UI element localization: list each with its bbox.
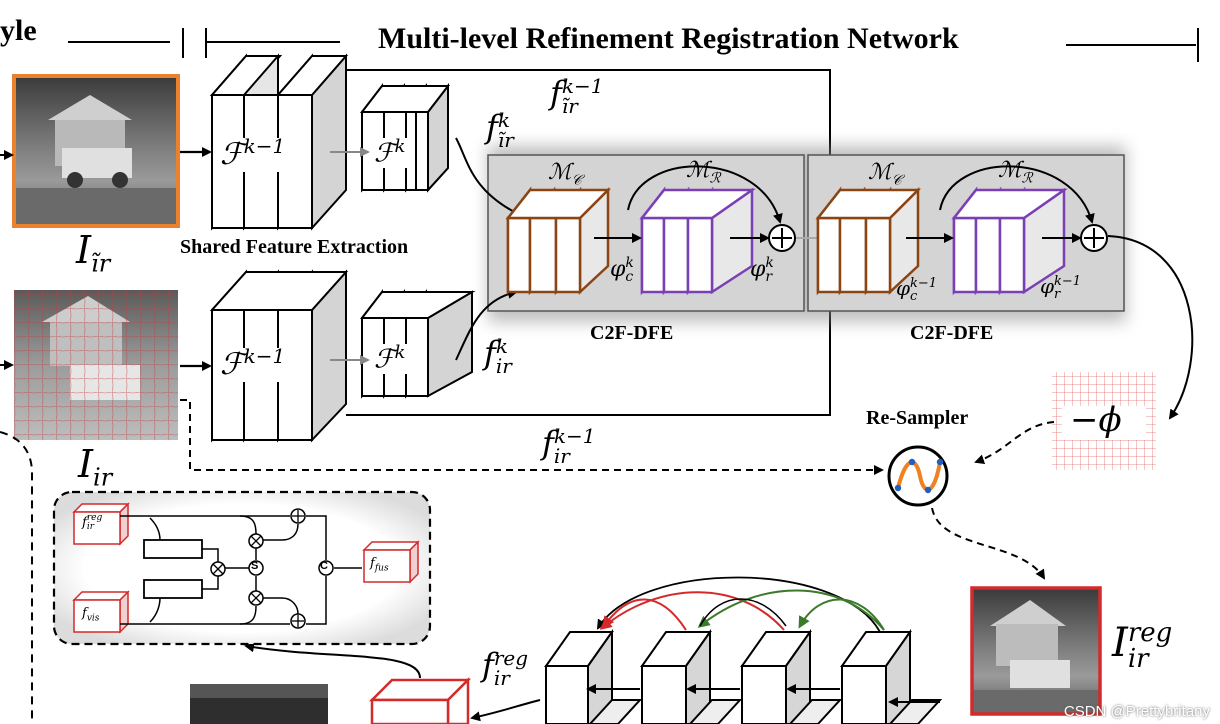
image-ir [14,290,178,440]
caption-c2f-dfe-1: C2F-DFE [590,322,674,344]
mr-stack-2 [951,186,1068,296]
page-title: Multi-level Refinement Registration Netw… [378,22,959,55]
label-F-k-bottom: ℱk [374,342,406,375]
watermark: CSDN @Prettybritany [1063,703,1210,720]
inset-label-f-vis: fvis [82,606,100,624]
encoder-bottom-small [359,289,476,399]
image-ir-reg [970,586,1102,716]
caption-re-sampler: Re-Sampler [866,407,969,429]
inset-softmax-symbol: S [251,560,259,572]
mc-stack-1 [505,186,612,296]
inset-concat-symbol: C [320,560,328,572]
label-F-k-top: ℱk [374,136,406,169]
caption-shared-feature-extraction: Shared Feature Extraction [180,236,409,258]
image-ir-tilde [12,74,180,228]
label-neg-phi: −ϕ [1070,400,1122,440]
header-rule [68,28,1199,62]
caption-c2f-dfe-2: C2F-DFE [910,322,994,344]
mc-stack-2 [815,186,922,296]
inset-label-f-fus: ffus [370,556,389,574]
label-F-prev-top: ℱk−1 [220,134,286,172]
decoder-stacks [544,628,943,724]
label-F-prev-bottom: ℱk−1 [220,344,286,382]
mr-stack-1 [639,186,756,296]
label-I-ir: Iir [78,442,113,492]
label-M-c-2: ℳ𝒞 [868,160,902,189]
reg-feature-cube [368,676,472,724]
header-left-fragment: yle [0,14,37,47]
label-M-r-1: ℳℛ [686,158,721,187]
label-M-c-1: ℳ𝒞 [548,160,582,189]
resampler-node [887,445,949,507]
fusion-module-inset [52,490,432,646]
deformation-field [1052,372,1156,470]
label-I-ir-tilde: Iĩr [76,228,111,278]
label-M-r-2: ℳℛ [998,158,1033,187]
